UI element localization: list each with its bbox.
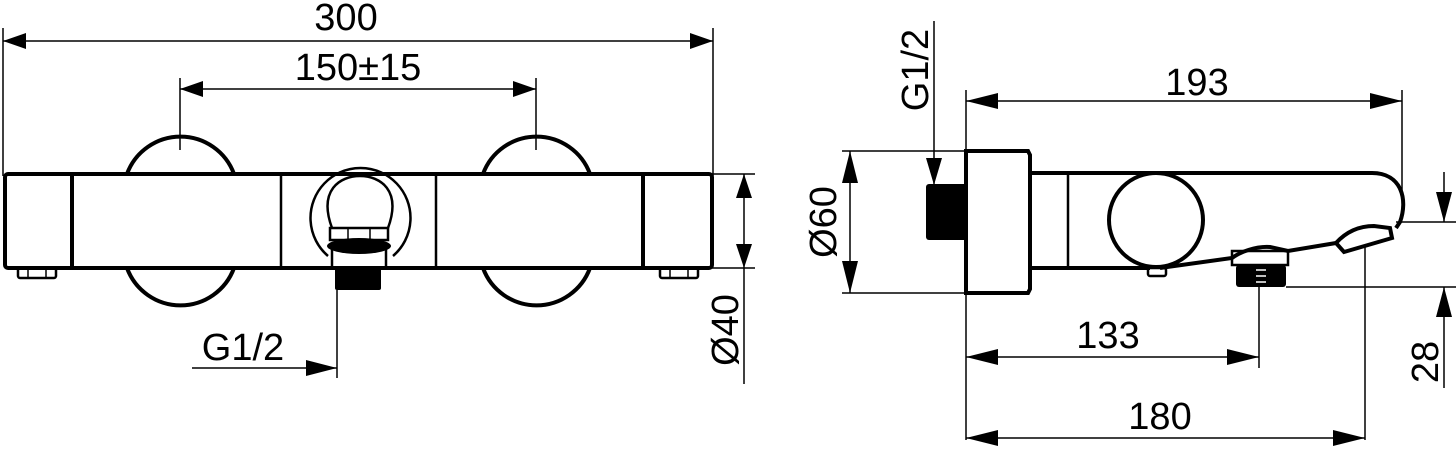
label-193: 193: [1165, 62, 1228, 104]
inlet-fitting: [926, 184, 968, 240]
escutcheon: [964, 149, 1032, 295]
label-28: 28: [1405, 341, 1447, 383]
front-view: 300 150±15: [2, 0, 755, 384]
label-g12-side: G1/2: [895, 29, 937, 111]
dim-inlet-spacing: 150±15: [179, 47, 537, 150]
label-180: 180: [1128, 396, 1191, 438]
inlet-connectors: [125, 134, 592, 308]
dim-body-diameter: Ø40: [705, 173, 755, 384]
label-d40: Ø40: [705, 294, 747, 366]
dim-overall-width: 300: [2, 0, 714, 176]
label-g12-front: G1/2: [202, 327, 284, 369]
dim-spout-projection: 180: [966, 246, 1366, 446]
label-d60: Ø60: [803, 186, 845, 258]
mixer-body-side: [1030, 171, 1406, 287]
dim-inlet-thread: G1/2: [895, 21, 942, 185]
dim-outlet-thread: G1/2: [192, 290, 338, 378]
dim-outlet-height: 28: [1286, 172, 1456, 388]
diverter-knob: [309, 166, 412, 290]
dim-overall-projection: 193: [965, 62, 1403, 440]
dim-escutcheon-diameter: Ø60: [803, 150, 966, 294]
label-150-15: 150±15: [295, 47, 422, 89]
label-300: 300: [314, 0, 377, 39]
mixer-body-front: [3, 172, 714, 280]
side-view: G1/2 193 Ø60: [803, 21, 1456, 446]
dim-outlet-projection: 133: [966, 287, 1260, 368]
label-133: 133: [1076, 315, 1139, 357]
